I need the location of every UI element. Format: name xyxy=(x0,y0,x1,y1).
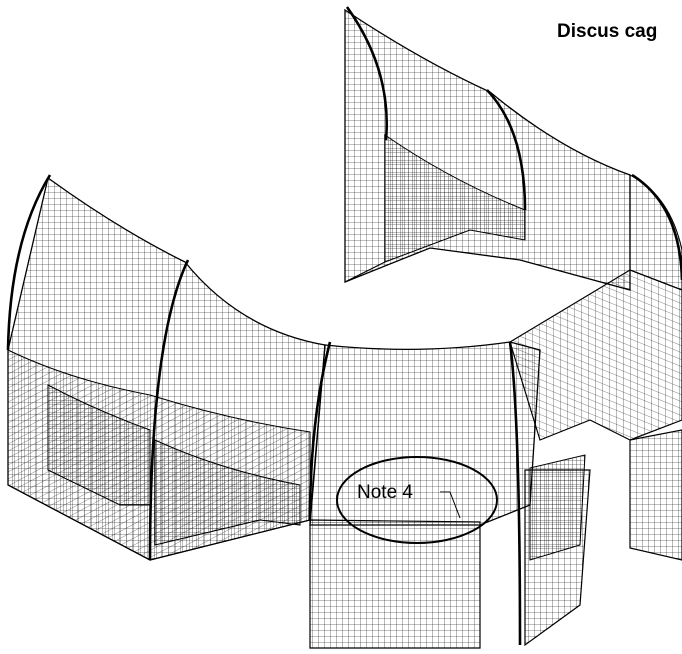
note-label: Note 4 xyxy=(357,482,413,503)
pole-rear-1 xyxy=(345,6,388,141)
pole-center-right xyxy=(508,341,522,646)
right-net-panel xyxy=(509,174,682,647)
rear-net-panel xyxy=(344,8,631,291)
diagram-title: Discus cag xyxy=(557,21,658,42)
pole-rear-2 xyxy=(486,89,527,211)
pole-right xyxy=(631,173,682,281)
center-net-panel xyxy=(309,341,541,649)
left-net-panel xyxy=(7,176,326,561)
pole-center xyxy=(308,341,332,521)
note-callout: Note 4 xyxy=(336,456,498,544)
cage-poles xyxy=(6,6,682,646)
pole-left-inner xyxy=(148,259,190,561)
pole-left xyxy=(6,174,52,351)
